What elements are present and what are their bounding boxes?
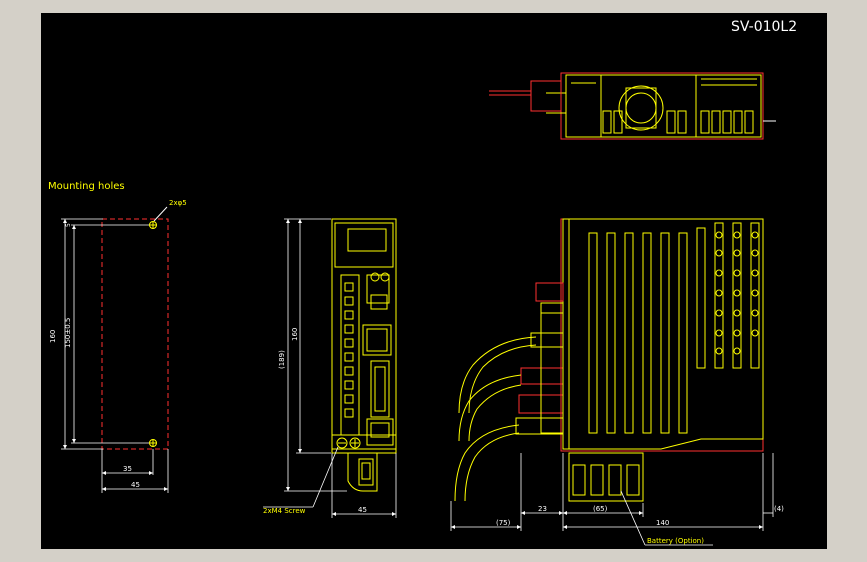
screw-note: 2xM4 Screw: [263, 507, 306, 515]
front-view: (189) 160 45 2xM4 Screw: [263, 218, 397, 518]
mounting-holes-view: Mounting holes 2xφ5 160 150±0.5 5 35 45: [48, 181, 187, 493]
dim-top-offset: 5: [65, 223, 72, 227]
drawing-title: SV-010L2: [731, 19, 797, 35]
side-connectors: [515, 282, 564, 435]
battery-note: Battery (Option): [647, 537, 704, 545]
dim-inner-width: 35: [123, 465, 132, 473]
dim-height: 160: [49, 330, 57, 343]
side-cables: [454, 336, 537, 502]
dim-hole-pitch: 150±0.5: [64, 318, 72, 348]
dim-offset: (4): [774, 505, 784, 513]
front-terminal-column: [340, 274, 360, 436]
side-view: (75) 23 (65) 140 (4) Battery (Option): [450, 218, 784, 546]
top-view: [489, 72, 776, 140]
front-connector-column: [362, 272, 394, 446]
dim-depth: 140: [656, 519, 669, 527]
dim-connector: 23: [538, 505, 547, 513]
hole-note: 2xφ5: [169, 199, 187, 207]
dim-overall-height: (189): [278, 350, 286, 369]
battery-holder: [568, 452, 644, 502]
dim-width: 45: [131, 481, 140, 489]
side-vent-holes: [715, 231, 759, 355]
dim-cable: (75): [496, 519, 511, 527]
side-fins: [588, 222, 760, 434]
drawing-canvas: SV-010L2 Mounting holes 2xφ5: [41, 13, 827, 549]
dim-front-height: 160: [291, 328, 299, 341]
dim-battery: (65): [593, 505, 608, 513]
dim-front-width: 45: [358, 506, 367, 514]
mounting-heading: Mounting holes: [48, 181, 125, 192]
cad-drawing: SV-010L2 Mounting holes 2xφ5: [48, 19, 797, 546]
top-view-fins: [602, 110, 754, 134]
